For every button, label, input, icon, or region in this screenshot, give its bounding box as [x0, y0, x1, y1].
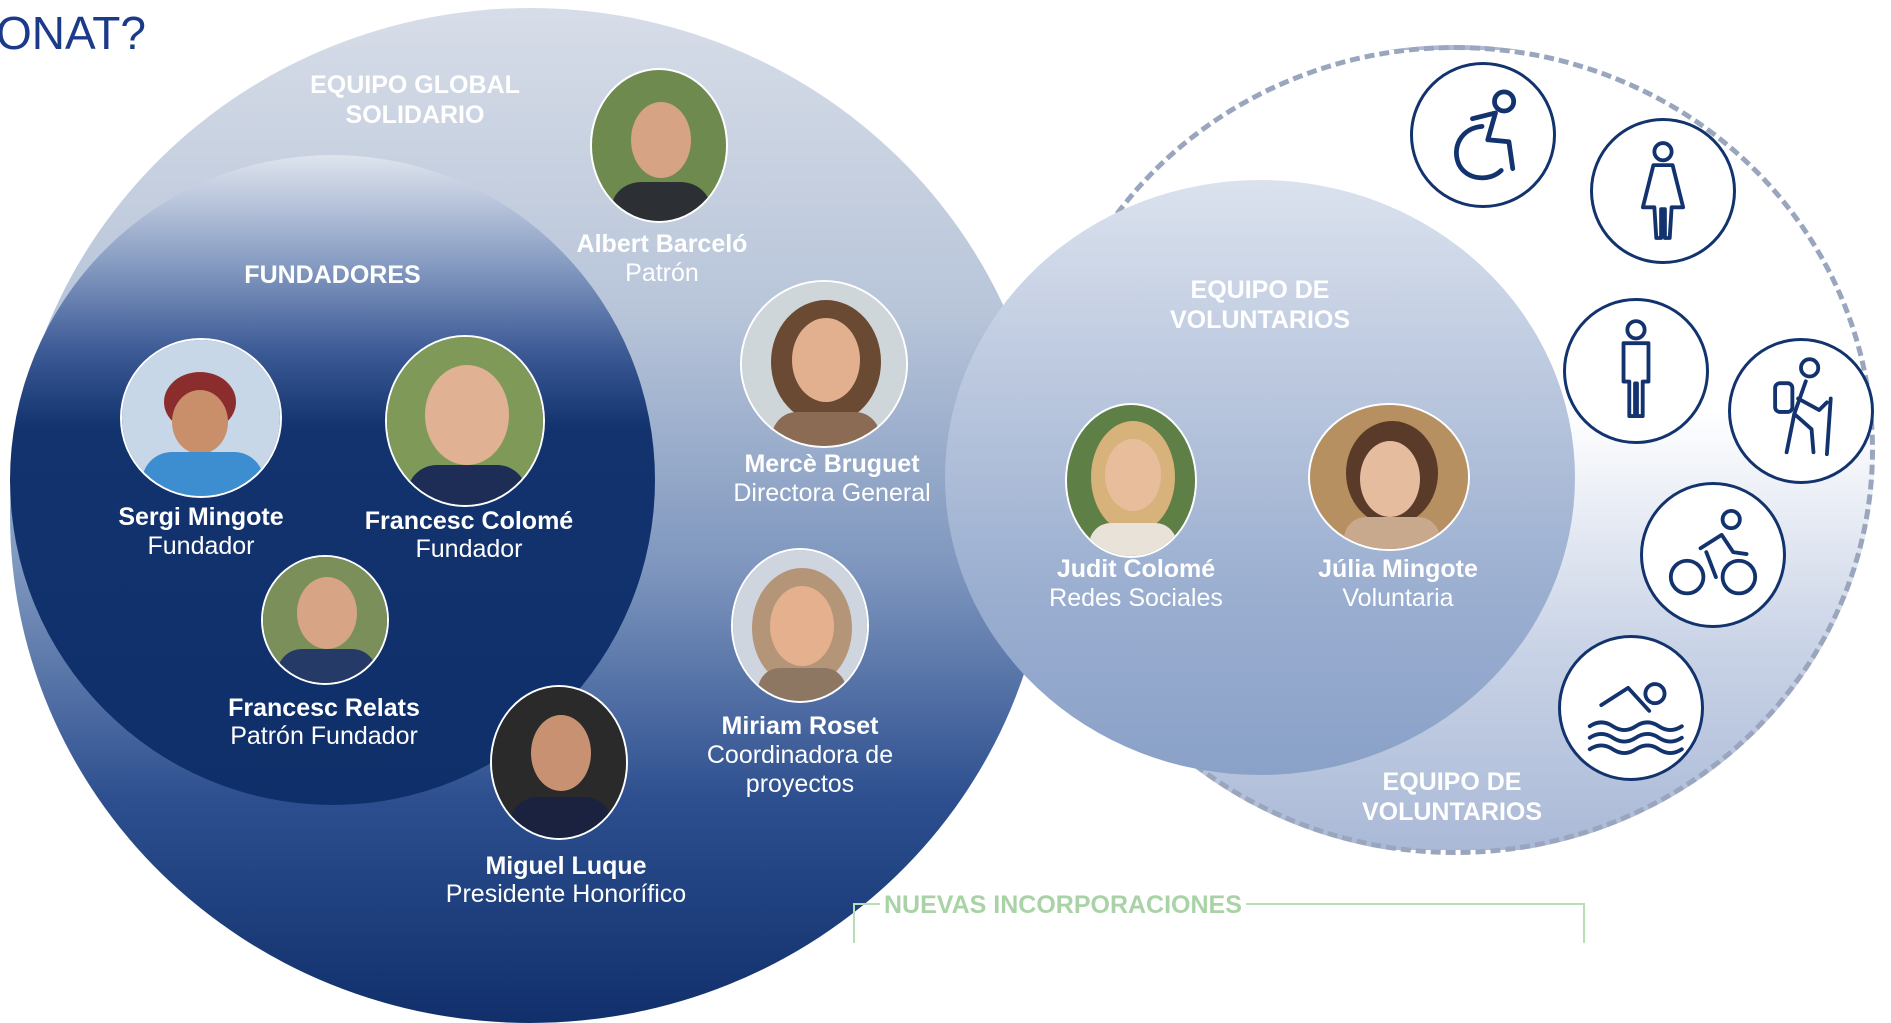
global-team-label: EQUIPO GLOBAL SOLIDARIO — [310, 71, 520, 129]
person-name: Mercè Bruguet — [744, 450, 920, 478]
volunteers-circle — [945, 180, 1575, 775]
person-name: Júlia Mingote — [1318, 555, 1478, 583]
avatar — [740, 280, 908, 448]
volunteers-inner-label: EQUIPO DE VOLUNTARIOS — [1169, 276, 1351, 334]
person-role: Fundador — [147, 532, 255, 560]
hiker-icon — [1728, 338, 1874, 484]
avatar — [1308, 403, 1470, 551]
avatar — [1065, 403, 1197, 558]
person-role: Presidente Honorífico — [445, 880, 687, 908]
avatar — [120, 338, 282, 498]
volunteers-outer-label: EQUIPO DE VOLUNTARIOS — [1361, 768, 1543, 826]
person-role: Patrón Fundador — [230, 722, 418, 750]
avatar — [385, 335, 545, 507]
cyclist-icon — [1640, 482, 1786, 628]
person-name: Francesc Relats — [228, 694, 420, 722]
founders-label: FUNDADORES — [244, 261, 421, 289]
page-title: ONAT? — [0, 7, 146, 59]
avatar — [731, 548, 869, 703]
person-role: Voluntaria — [1342, 584, 1454, 612]
new-members-label: NUEVAS INCORPORACIONES — [880, 891, 1246, 920]
person-name: Miguel Luque — [485, 852, 647, 880]
avatar — [490, 685, 628, 840]
person-name: Sergi Mingote — [118, 503, 284, 531]
wheelchair-icon — [1410, 62, 1556, 208]
avatar — [590, 68, 728, 223]
person-name: Albert Barceló — [576, 230, 748, 258]
woman-icon — [1590, 118, 1736, 264]
person-role: Coordinadora de proyectos — [706, 741, 894, 798]
man-icon — [1563, 298, 1709, 444]
person-name: Judit Colomé — [1056, 555, 1216, 583]
person-name: Miriam Roset — [721, 712, 879, 740]
swimmer-icon — [1558, 635, 1704, 781]
person-role: Patrón — [625, 259, 699, 287]
person-role: Fundador — [415, 535, 523, 563]
avatar — [261, 555, 389, 685]
person-role: Directora General — [733, 479, 931, 507]
person-role: Redes Sociales — [1049, 584, 1223, 612]
person-name: Francesc Colomé — [364, 507, 574, 535]
